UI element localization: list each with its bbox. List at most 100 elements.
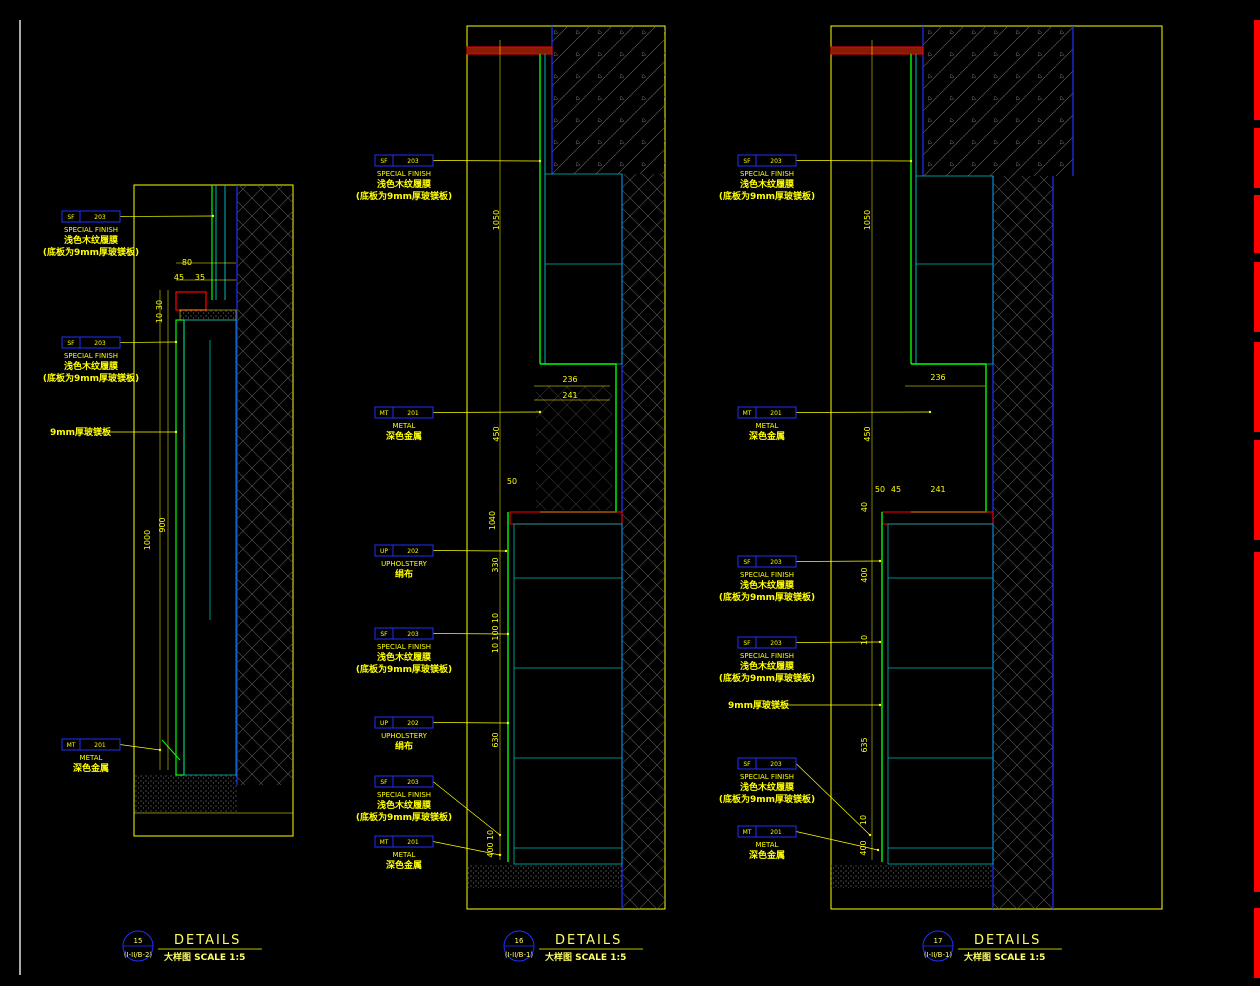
detail-16-title-block: 16 (I-II/B-1) DETAILS 大样图 SCALE 1:5 bbox=[503, 930, 643, 963]
tag-chinese: 浅色木纹履膜 bbox=[377, 178, 432, 190]
dimension-label: 236 bbox=[562, 375, 577, 384]
dimension-label: 45 bbox=[891, 485, 901, 494]
detail-17-number: 17 bbox=[934, 937, 943, 945]
tag-box bbox=[374, 835, 434, 848]
tag-box bbox=[737, 154, 797, 167]
dimension-label: 50 bbox=[875, 485, 885, 494]
tag-english: SPECIAL FINISH bbox=[377, 170, 431, 178]
tag-chinese: 深色金属 bbox=[386, 859, 422, 871]
tag-chinese: 9mm厚玻镁板 bbox=[728, 699, 790, 711]
tag-code: SF bbox=[67, 214, 75, 221]
tag-chinese: 浅色木纹履膜 bbox=[740, 781, 795, 793]
tag-chinese-note: (底板为9mm厚玻镁板) bbox=[43, 246, 139, 258]
tag-english: METAL bbox=[393, 422, 416, 430]
material-tag: 9mm厚玻镁板 bbox=[50, 426, 112, 438]
detail-17-title-block: 17 (I-II/B-1) DETAILS 大样图 SCALE 1:5 bbox=[922, 930, 1062, 963]
tag-code: UP bbox=[380, 720, 388, 727]
detail-17-title: DETAILS bbox=[974, 933, 1041, 948]
tag-code: SF bbox=[743, 640, 751, 647]
tag-box bbox=[374, 775, 434, 788]
tag-number: 201 bbox=[94, 742, 106, 749]
tag-chinese-note: (底板为9mm厚玻镁板) bbox=[719, 793, 815, 805]
dimension-label: 1000 bbox=[143, 530, 152, 550]
tag-english: SPECIAL FINISH bbox=[64, 352, 118, 360]
tag-english: METAL bbox=[756, 841, 779, 849]
dimension-label: 10 bbox=[860, 635, 869, 645]
dimension-label: 450 bbox=[492, 426, 501, 441]
dimension-label: 40 bbox=[860, 502, 869, 512]
material-tag: 9mm厚玻镁板 bbox=[728, 699, 790, 711]
tag-english: UPHOLSTERY bbox=[381, 560, 428, 568]
tag-number: 201 bbox=[770, 410, 782, 417]
tag-number: 201 bbox=[770, 829, 782, 836]
dimension-label: 30 bbox=[155, 300, 164, 310]
tag-chinese: 深色金属 bbox=[73, 762, 109, 774]
dimension-label: 10 bbox=[486, 830, 495, 840]
dimension-label: 45 bbox=[174, 273, 184, 282]
dimension-label: 10 bbox=[155, 313, 164, 323]
tag-chinese-note: (底板为9mm厚玻镁板) bbox=[356, 190, 452, 202]
detail-17-subtitle: 大样图 SCALE 1:5 bbox=[964, 951, 1045, 963]
tag-english: SPECIAL FINISH bbox=[740, 773, 794, 781]
tag-number: 201 bbox=[407, 839, 419, 846]
dimension-label: 900 bbox=[158, 517, 167, 532]
tag-box bbox=[374, 154, 434, 167]
tag-code: MT bbox=[380, 839, 389, 846]
dimension-label: 1050 bbox=[492, 210, 501, 230]
tag-code: MT bbox=[67, 742, 76, 749]
tag-number: 203 bbox=[770, 158, 782, 165]
dimension-label: 50 bbox=[507, 477, 517, 486]
tag-english: METAL bbox=[393, 851, 416, 859]
tag-english: SPECIAL FINISH bbox=[64, 226, 118, 234]
tag-chinese-note: (底板为9mm厚玻镁板) bbox=[43, 372, 139, 384]
tag-code: MT bbox=[743, 829, 752, 836]
dimension-label: 450 bbox=[863, 426, 872, 441]
tag-number: 203 bbox=[770, 761, 782, 768]
detail-16-title: DETAILS bbox=[555, 933, 622, 948]
tag-box bbox=[737, 555, 797, 568]
tag-chinese: 深色金属 bbox=[386, 430, 422, 442]
tag-english: UPHOLSTERY bbox=[381, 732, 428, 740]
tag-box bbox=[374, 716, 434, 729]
detail-16-section bbox=[466, 25, 666, 910]
dimension-label: 236 bbox=[930, 373, 945, 382]
detail-15-section bbox=[133, 184, 294, 837]
dimension-label: 10 bbox=[859, 815, 868, 825]
tag-box bbox=[61, 210, 121, 223]
tag-box bbox=[374, 544, 434, 557]
tag-number: 202 bbox=[407, 548, 419, 555]
tag-english: SPECIAL FINISH bbox=[740, 571, 794, 579]
tag-english: SPECIAL FINISH bbox=[377, 791, 431, 799]
tag-number: 203 bbox=[407, 631, 419, 638]
tag-chinese: 深色金属 bbox=[749, 430, 785, 442]
tag-number: 203 bbox=[94, 214, 106, 221]
tag-chinese: 浅色木纹履膜 bbox=[740, 579, 795, 591]
tag-box bbox=[61, 336, 121, 349]
tag-number: 203 bbox=[407, 779, 419, 786]
tag-code: UP bbox=[380, 548, 388, 555]
detail-16-number: 16 bbox=[515, 937, 524, 945]
tag-box bbox=[61, 738, 121, 751]
tag-chinese: 浅色木纹履膜 bbox=[740, 178, 795, 190]
tag-code: MT bbox=[380, 410, 389, 417]
tag-english: SPECIAL FINISH bbox=[740, 170, 794, 178]
detail-17-section bbox=[830, 25, 1163, 910]
tag-code: SF bbox=[380, 158, 388, 165]
tag-chinese: 浅色木纹履膜 bbox=[377, 651, 432, 663]
dimension-label: 10 bbox=[488, 520, 497, 530]
tag-english: METAL bbox=[80, 754, 103, 762]
dimension-label: 635 bbox=[860, 737, 869, 752]
detail-15-subtitle: 大样图 SCALE 1:5 bbox=[164, 951, 245, 963]
tag-box bbox=[737, 825, 797, 838]
dimension-label: 40 bbox=[488, 511, 497, 521]
tag-chinese-note: (底板为9mm厚玻镁板) bbox=[719, 672, 815, 684]
